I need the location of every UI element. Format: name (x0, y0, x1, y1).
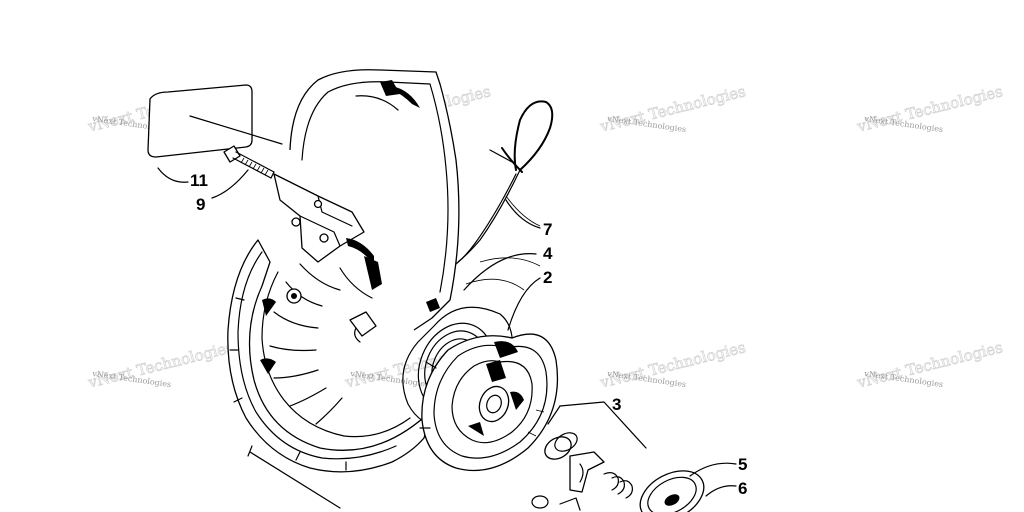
cover-plate-part-5 (639, 470, 705, 512)
callout-2: 2 (543, 268, 552, 287)
decal-part-11 (147, 84, 283, 158)
leader-lines (157, 167, 737, 497)
bracket-hole (291, 217, 301, 227)
callout-11: 11 (190, 171, 208, 190)
callout-9: 9 (196, 195, 205, 214)
bracket-hole (313, 199, 323, 209)
callout-3: 3 (612, 395, 621, 414)
callout-4: 4 (543, 244, 553, 263)
callout-5: 5 (738, 455, 747, 474)
callout-6: 6 (738, 479, 747, 498)
housing-boss-center (291, 293, 297, 299)
callout-7: 7 (543, 220, 552, 239)
callout-labels: 11 9 7 4 2 3 5 6 (190, 171, 747, 498)
bolt-part-9 (223, 145, 275, 179)
bracket-hole (319, 233, 329, 243)
fan-housing (227, 69, 460, 509)
pawl-assembly-part-3 (531, 432, 633, 511)
starter-rope-part-7 (455, 100, 554, 265)
recoil-pulley-part-2 (419, 333, 559, 472)
